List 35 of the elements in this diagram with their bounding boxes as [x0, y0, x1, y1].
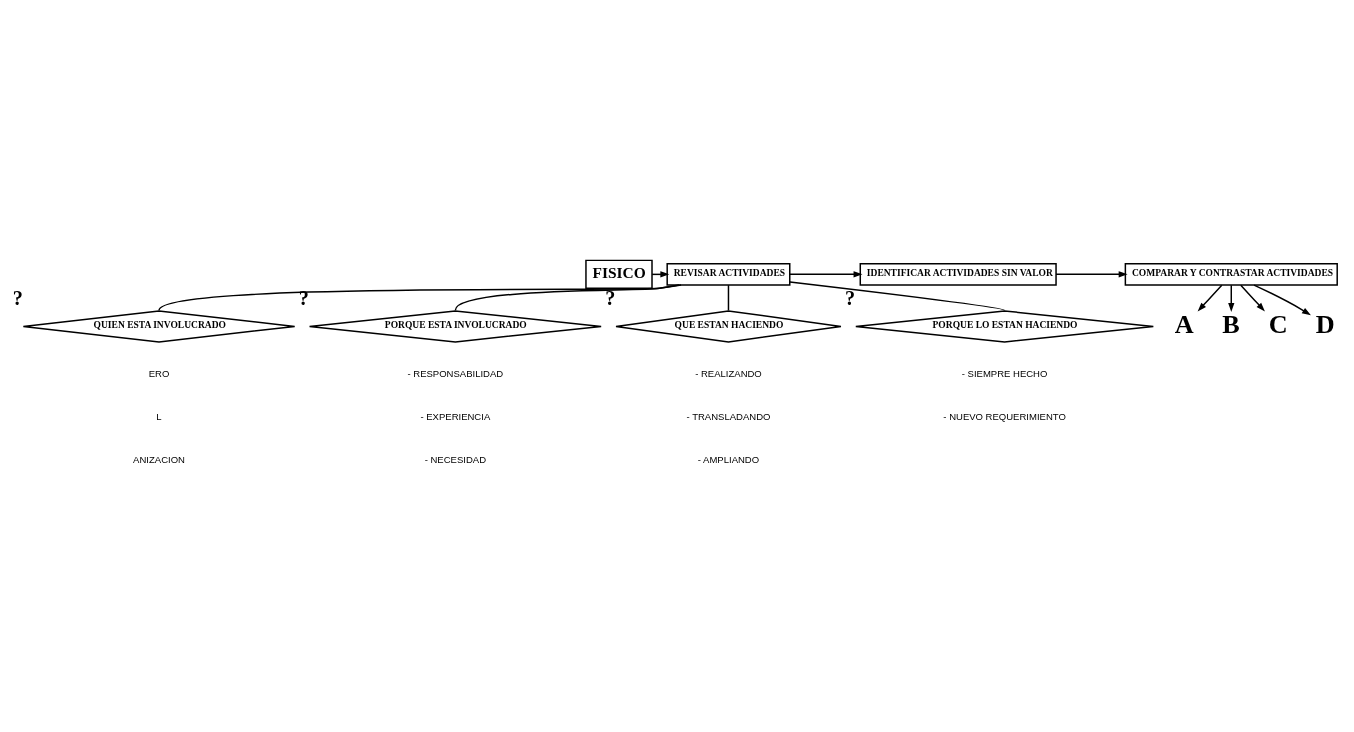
node-box: COMPARAR Y CONTRASTAR ACTIVIDADES [1124, 262, 1338, 286]
node-diamond: QUIEN ESTA INVOLUCRADO [22, 310, 296, 343]
label: ERO [148, 368, 170, 380]
node-text: C [1268, 309, 1288, 339]
arrow [1197, 284, 1223, 312]
connector [789, 281, 1006, 312]
node-box: IDENTIFICAR ACTIVIDADES SIN VALOR [859, 262, 1057, 286]
node-text: B [1222, 309, 1240, 339]
arrow [1055, 271, 1128, 278]
node-diamond: PORQUE ESTA INVOLUCRADO [308, 310, 602, 343]
label: - SIEMPRE HECHO [961, 368, 1048, 380]
arrow [1253, 284, 1311, 316]
label: - TRANSLADANDO [686, 411, 771, 423]
label: - NUEVO REQUERIMIENTO [943, 411, 1066, 423]
label: ANIZACION [133, 454, 185, 466]
connector [158, 284, 682, 312]
label: - NECESIDAD [424, 454, 487, 466]
connector [727, 284, 730, 312]
label: - EXPERIENCIA [420, 411, 491, 423]
label: - REALIZANDO [695, 368, 762, 380]
node-label: ? [12, 286, 23, 309]
node-diamond: PORQUE LO ESTAN HACIENDO [855, 310, 1155, 343]
arrow [1228, 284, 1235, 312]
node-box: REVISAR ACTIVIDADES [666, 262, 791, 286]
label: - RESPONSABILIDAD [407, 368, 504, 380]
label: - AMPLIANDO [697, 454, 760, 466]
label: L [156, 411, 162, 423]
connector [454, 284, 680, 312]
node-label: ? [845, 286, 856, 309]
arrow [789, 271, 863, 278]
arrow [1240, 284, 1265, 312]
node-box: FISICO [585, 259, 653, 290]
node-text: D [1315, 309, 1335, 339]
node-text: A [1174, 309, 1194, 339]
node-diamond: QUE ESTAN HACIENDO [615, 310, 842, 343]
